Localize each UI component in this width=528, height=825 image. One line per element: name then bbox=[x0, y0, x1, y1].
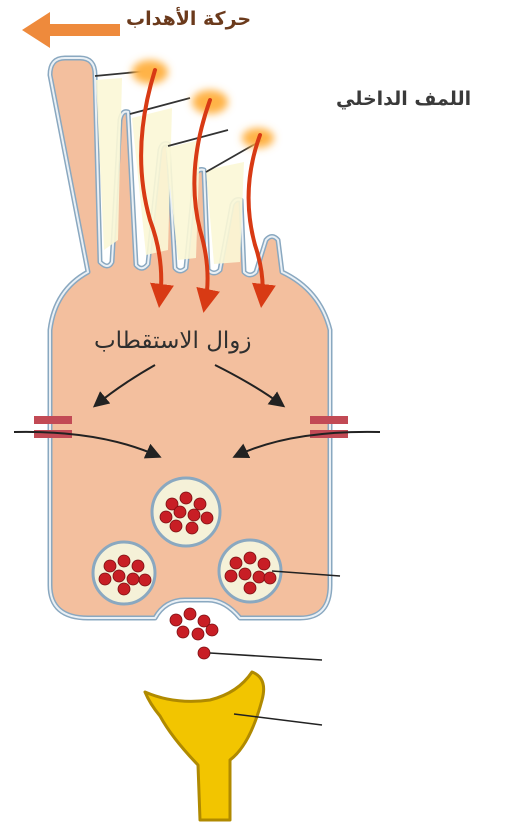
cilia-motion-label: حركة الأهداب bbox=[126, 8, 251, 30]
vesicle-top bbox=[152, 478, 220, 546]
vesicle-left bbox=[93, 542, 155, 604]
released-neurotransmitter bbox=[170, 608, 218, 659]
vesicle-right bbox=[219, 540, 281, 602]
depolarization-label: زوال الاستقطاب bbox=[94, 328, 252, 354]
endolymph-label: اللمف الداخلي bbox=[336, 88, 471, 110]
afferent-neuron bbox=[145, 672, 264, 820]
left-arrow-icon bbox=[22, 12, 120, 48]
